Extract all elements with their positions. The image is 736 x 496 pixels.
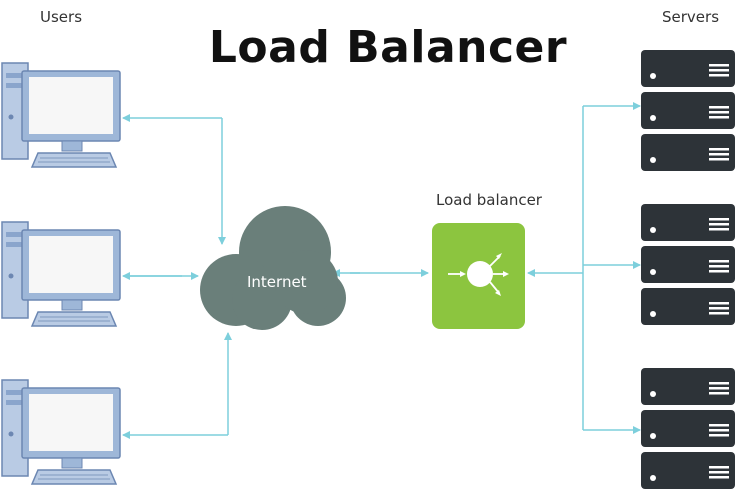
connectors-users (122, 114, 232, 439)
internet-label: Internet (247, 273, 307, 291)
servers-label: Servers (662, 8, 720, 26)
cloud-icon (200, 206, 346, 330)
server-rack-unit-icon (641, 92, 735, 129)
user-computer-icon (1, 221, 121, 327)
diagram-title: Load Balancer (208, 22, 568, 73)
users-label: Users (40, 8, 83, 26)
server-rack-unit-icon (641, 288, 735, 325)
server-rack-unit-icon (641, 368, 735, 405)
server-rack-unit-icon (641, 134, 735, 171)
server-rack-unit-icon (641, 452, 735, 489)
user-computer-icon (1, 62, 121, 168)
server-rack-unit-icon (641, 204, 735, 241)
user-computer-icon (1, 379, 121, 485)
connectors-servers (527, 102, 641, 434)
load-balancer-icon (432, 223, 525, 329)
server-group-bottom (641, 368, 735, 489)
server-rack-unit-icon (641, 410, 735, 447)
load-balancer-label: Load balancer (436, 191, 542, 209)
server-group-middle (641, 204, 735, 325)
server-rack-unit-icon (641, 246, 735, 283)
